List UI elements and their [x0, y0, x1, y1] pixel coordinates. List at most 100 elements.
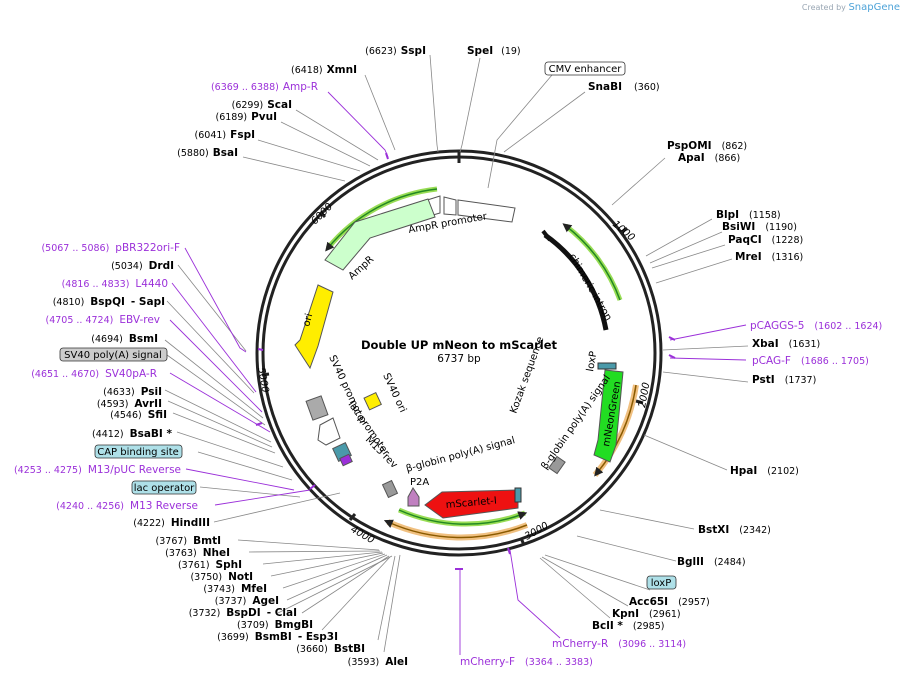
- svg-text:(6041)FspI: (6041)FspI: [195, 129, 255, 141]
- svg-text:BglII(2484): BglII (2484): [677, 556, 746, 568]
- label-sv40-polya: SV40 poly(A) signal: [64, 350, 162, 361]
- label-spei-pos: (19): [501, 46, 521, 57]
- feature-ori: [294, 284, 334, 370]
- label-pcaggs5-pos: (1602 .. 1624): [814, 321, 882, 332]
- tick-2000: 2000: [637, 382, 652, 409]
- svg-text:ApaI(866): ApaI(866): [678, 152, 740, 164]
- label-fspi: FspI: [230, 129, 255, 141]
- label-bsmbi: BsmBI: [255, 631, 292, 643]
- feature-bglobin-box-2: [381, 479, 399, 499]
- label-cap: CAP binding site: [97, 447, 179, 458]
- label-bglii-pos: (2484): [714, 557, 746, 568]
- svg-text:mCherry-F(3364 .. 3383): mCherry-F (3364 .. 3383): [460, 656, 593, 668]
- svg-text:BsiWI(1190): BsiWI(1190): [722, 221, 797, 233]
- label-pbr322: pBR322ori-F: [115, 242, 180, 254]
- label-bcli: BclI *: [592, 620, 623, 632]
- label-bsmi: BsmI: [129, 333, 158, 345]
- label-xmni-pos: (6418): [291, 65, 323, 76]
- svg-text:(4694)BsmI: (4694)BsmI: [91, 333, 158, 345]
- label-blpi: BlpI: [716, 209, 739, 221]
- svg-text:(3763)NheI: (3763)NheI: [165, 547, 230, 559]
- label-blpi-pos: (1158): [749, 210, 781, 221]
- label-nhei-pos: (3763): [165, 548, 197, 559]
- label-bstxi-pos: (2342): [739, 525, 771, 536]
- label-avrii-pos: (4593): [97, 399, 129, 410]
- svg-text:(6369 .. 6388)Amp-R: (6369 .. 6388)Amp-R: [211, 81, 318, 93]
- label-pcaggs5: pCAGGS-5: [750, 320, 804, 332]
- svg-text:(4705 .. 4724)EBV-rev: (4705 .. 4724)EBV-rev: [46, 314, 161, 326]
- svg-text:Acc65I(2957): Acc65I(2957): [629, 596, 710, 608]
- label-lac-operator: lac operator: [134, 483, 195, 494]
- svg-text:BstXI(2342): BstXI (2342): [698, 524, 771, 536]
- label-bstxi: BstXI: [698, 524, 729, 536]
- label-spei: SpeI: [467, 45, 493, 57]
- label-acc65i: Acc65I: [629, 596, 668, 608]
- svg-text:pCAG-F(1686 .. 1705): pCAG-F(1686 .. 1705): [752, 355, 869, 367]
- label-clai: - ClaI: [267, 607, 297, 619]
- label-alei: AleI: [385, 656, 408, 668]
- leader-lines: [164, 54, 749, 653]
- label-xbai: XbaI: [752, 338, 779, 350]
- svg-text:BclI *(2985): BclI * (2985): [592, 620, 664, 632]
- label-kpni: KpnI: [612, 608, 639, 620]
- svg-text:(3767)BmtI: (3767)BmtI: [156, 535, 221, 547]
- svg-text:(3743)MfeI: (3743)MfeI: [203, 583, 267, 595]
- svg-text:(4412)BsaBI *: (4412)BsaBI *: [92, 428, 172, 440]
- label-psti-pos: (1737): [785, 375, 817, 386]
- svg-text:(3761)SphI: (3761)SphI: [178, 559, 242, 571]
- label-sv40-ori: SV40 ori: [380, 372, 408, 415]
- label-sv40par: SV40pA-R: [105, 368, 157, 380]
- svg-text:(3699)BsmBI- Esp3I: (3699)BsmBI- Esp3I: [217, 631, 338, 643]
- label-bsabi: BsaBI *: [130, 428, 173, 440]
- label-mcherryf: mCherry-F: [460, 656, 515, 668]
- svg-text:PaqCI(1228): PaqCI(1228): [728, 234, 803, 246]
- label-m13puc: M13/pUC Reverse: [88, 464, 181, 476]
- label-apai-pos: (866): [715, 153, 741, 164]
- label-mcherryr: mCherry-R: [552, 638, 608, 650]
- label-agei-pos: (3737): [215, 596, 247, 607]
- label-xbai-pos: (1631): [789, 339, 821, 350]
- svg-text:(3750)NotI: (3750)NotI: [190, 571, 253, 583]
- svg-text:HpaI(2102): HpaI(2102): [730, 465, 799, 477]
- label-cmv-enhancer: CMV enhancer: [549, 64, 623, 75]
- label-pvui: PvuI: [251, 111, 277, 123]
- label-snabi: SnaBI: [588, 81, 622, 93]
- label-mcherryr-pos: (3096 .. 3114): [618, 639, 686, 650]
- label-mcherryf-pos: (3364 .. 3383): [525, 657, 593, 668]
- svg-text:mCherry-R(3096 .. 3114): mCherry-R (3096 .. 3114): [552, 638, 686, 650]
- label-mfei-pos: (3743): [203, 584, 235, 595]
- label-hindiii-pos: (4222): [133, 518, 165, 529]
- feature-cmv-enhancer: [457, 199, 516, 223]
- svg-text:BlpI(1158): BlpI (1158): [716, 209, 781, 221]
- feature-bglobin-box-1: [548, 455, 566, 475]
- label-bsai: BsaI: [213, 147, 238, 159]
- sv40-polya-box: [59, 347, 168, 362]
- label-hindiii: HindIII: [171, 517, 210, 529]
- label-sspi: SspI: [401, 45, 426, 57]
- loxp-box: [646, 575, 677, 590]
- svg-text:PstI(1737): PstI (1737): [752, 374, 816, 386]
- svg-text:SpeI(19): SpeI (19): [467, 45, 521, 57]
- label-bcli-pos: (2985): [633, 621, 665, 632]
- label-bsiwi-pos: (1190): [765, 222, 797, 233]
- feature-ampr: [324, 198, 436, 271]
- feature-cap-box: [339, 453, 353, 467]
- label-sfii: SfiI: [148, 409, 167, 421]
- feature-loxp-marker: [597, 362, 617, 370]
- svg-text:(4816 .. 4833)L4440: (4816 .. 4833)L4440: [62, 278, 168, 290]
- label-bglobin-2: β-globin poly(A) signal: [405, 435, 516, 475]
- label-bspqi-pos: (4810): [53, 297, 85, 308]
- label-xmni: XmnI: [327, 64, 357, 76]
- label-bglii: BglII: [677, 556, 704, 568]
- label-bstbi: BstBI: [334, 643, 365, 655]
- label-bspdi-pos: (3732): [189, 608, 221, 619]
- svg-text:(6418)XmnI: (6418) XmnI: [291, 64, 357, 76]
- label-bmgbi-pos: (3709): [237, 620, 269, 631]
- label-pspomi: PspOMI: [667, 140, 712, 152]
- svg-text:XbaI(1631): XbaI (1631): [752, 338, 820, 350]
- label-psti: PstI: [752, 374, 775, 386]
- label-kpni-pos: (2961): [649, 609, 681, 620]
- svg-text:(4810)BspQI- SapI: (4810)BspQI- SapI: [53, 296, 165, 308]
- label-psii-pos: (4633): [103, 387, 135, 398]
